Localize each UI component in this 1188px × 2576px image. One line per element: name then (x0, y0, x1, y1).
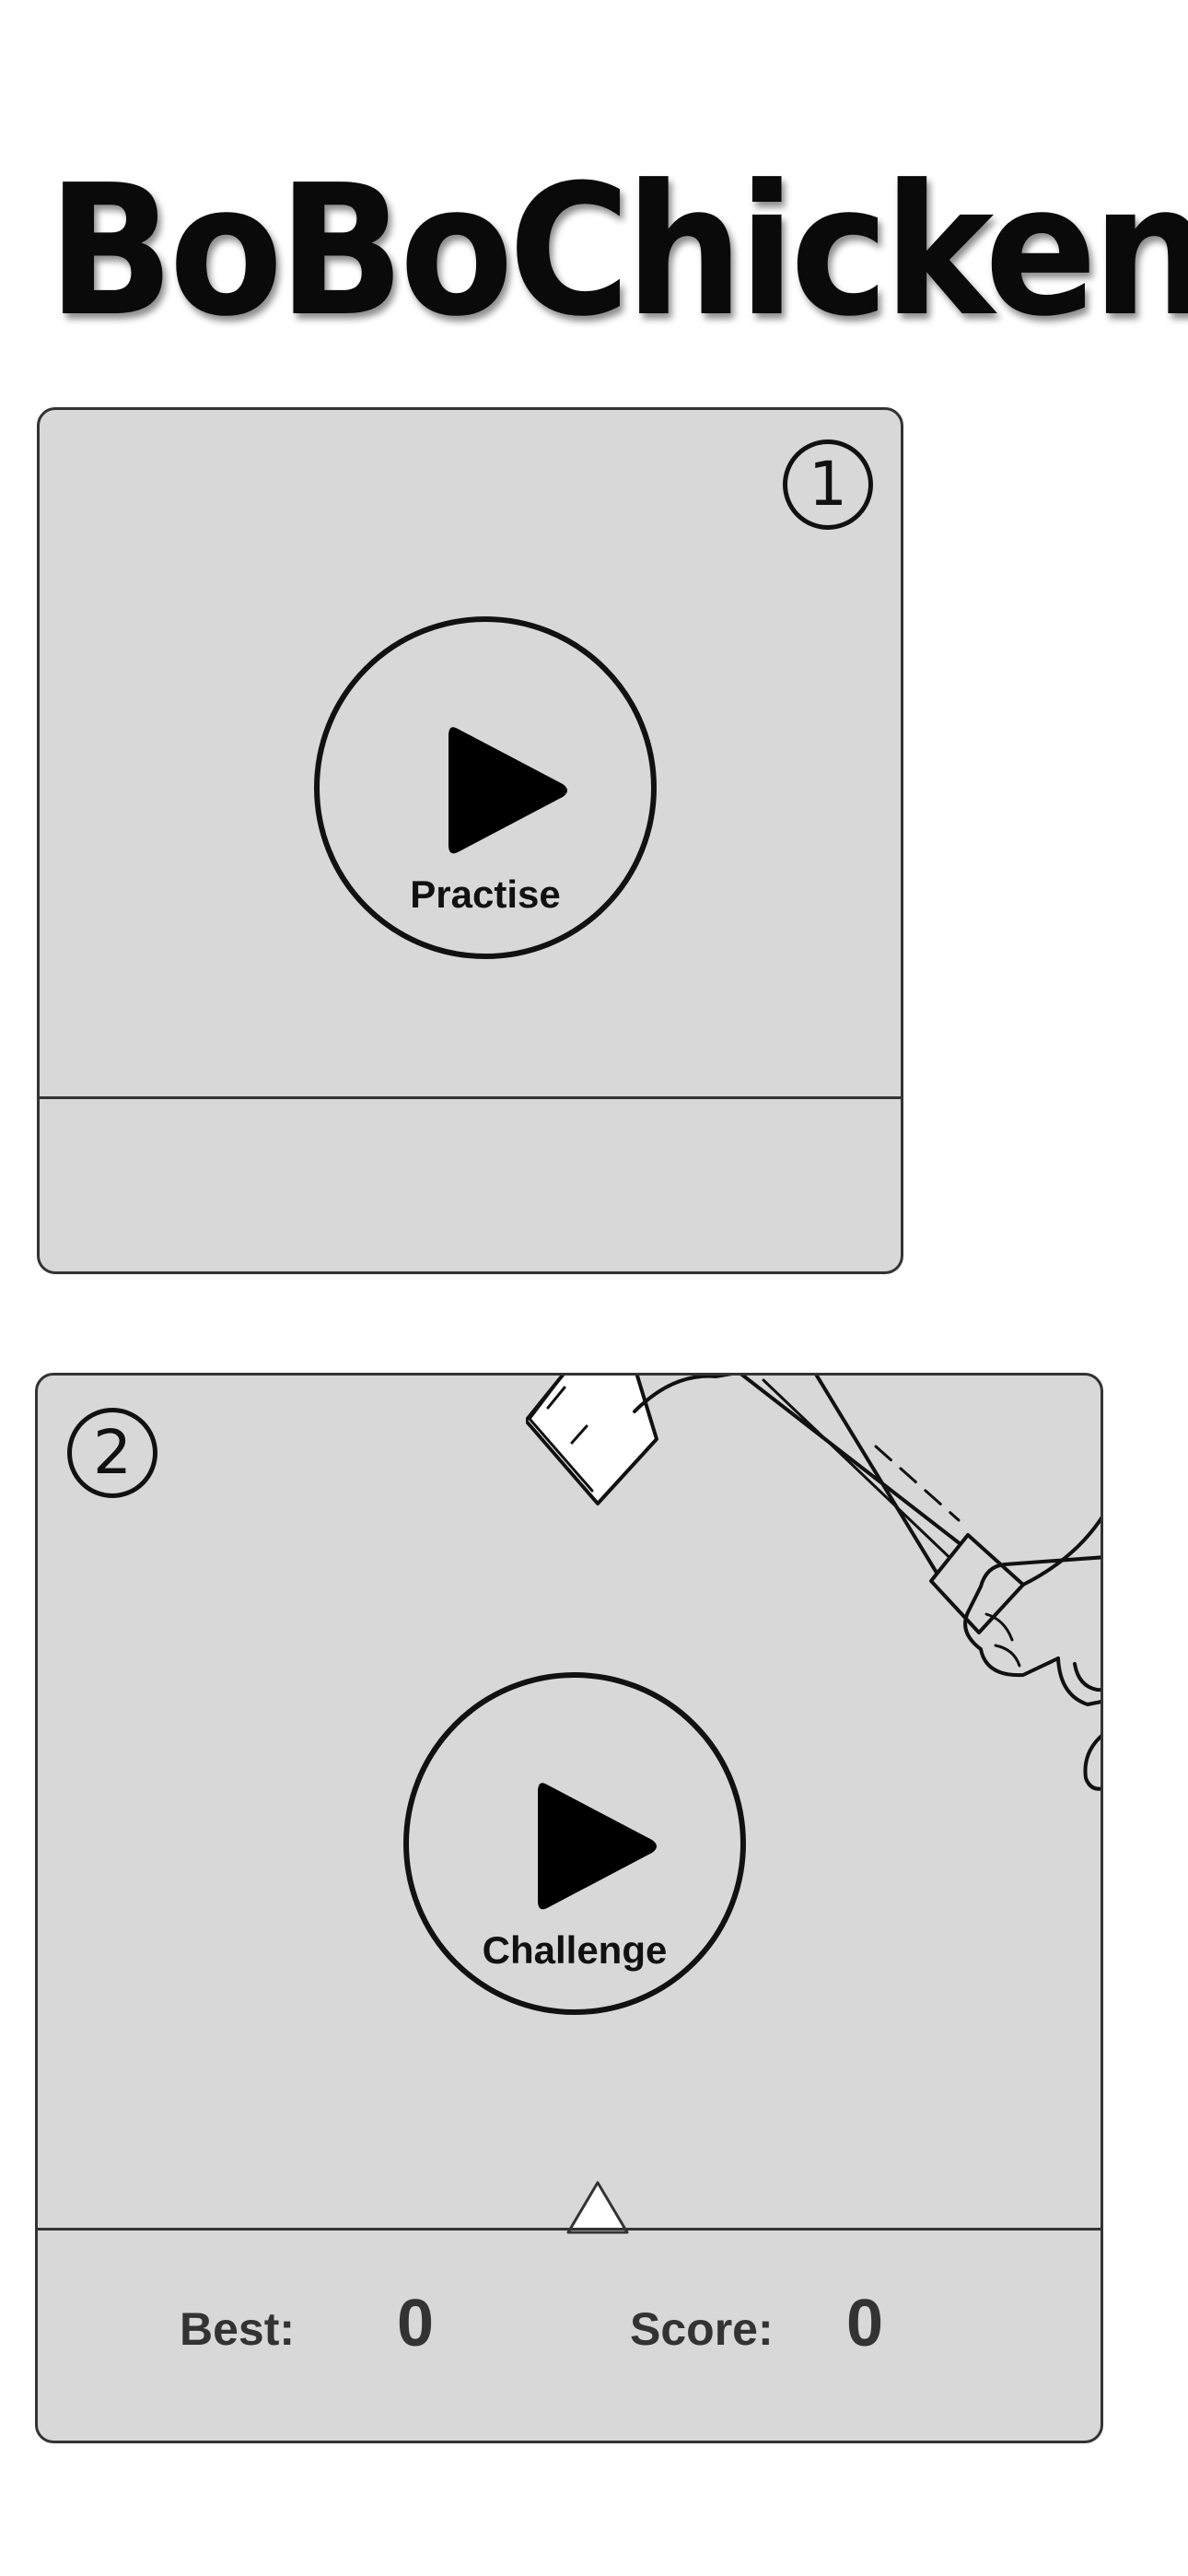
game-title: BoBoChicken (47, 146, 1188, 357)
play-icon (538, 1783, 657, 1910)
best-label: Best: (180, 2303, 296, 2355)
score-label: Score: (630, 2303, 774, 2355)
challenge-button[interactable]: Challenge (403, 1672, 746, 2015)
practise-button[interactable]: Practise (314, 616, 657, 959)
score-value: 0 (846, 2287, 884, 2360)
panel-number-badge: 1 (783, 439, 873, 530)
ground-line (38, 2228, 1101, 2231)
practise-button-label: Practise (410, 872, 561, 916)
challenge-panel: 2 Challenge (35, 1373, 1103, 2443)
hand-with-knife-icon (526, 1376, 1101, 1791)
challenge-button-label: Challenge (482, 1928, 668, 1972)
practise-panel: 1 Practise (37, 407, 903, 1274)
spike-triangle-icon (566, 2181, 629, 2234)
play-icon (448, 727, 567, 854)
best-value: 0 (397, 2287, 435, 2360)
panel-number-badge: 2 (67, 1408, 157, 1498)
ground-line (40, 1096, 901, 1099)
